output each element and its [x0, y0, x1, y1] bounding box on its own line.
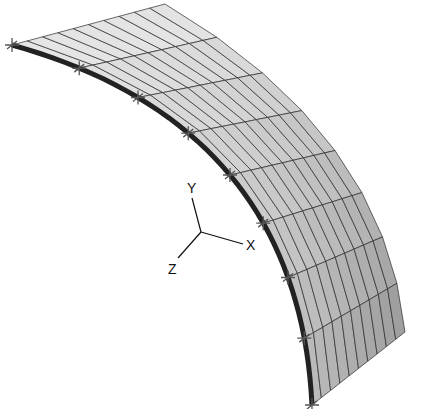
shell-edge: [12, 45, 312, 405]
y-axis: [192, 198, 201, 232]
support-symbol: [5, 38, 19, 52]
mesh-element: [150, 4, 217, 40]
mesh-element: [250, 73, 302, 113]
mesh-element: [388, 283, 405, 339]
support-symbols: [5, 38, 319, 409]
axis-label: Z: [168, 262, 177, 276]
support-symbol: [181, 126, 195, 140]
support-symbol: [131, 91, 145, 105]
support-symbol: [305, 398, 319, 409]
x-axis: [201, 232, 243, 244]
mesh-element: [203, 37, 262, 75]
axis-label: Y: [187, 181, 196, 195]
axis-label: X: [246, 238, 255, 252]
mesh-element: [325, 151, 362, 196]
support-symbol: [223, 168, 237, 182]
support-symbol: [297, 331, 311, 345]
mesh-element: [373, 237, 397, 289]
mesh-element: [291, 111, 336, 153]
coordinate-axes: [178, 198, 243, 258]
support-symbol: [256, 216, 270, 230]
shell-thickness: [12, 45, 312, 405]
mesh-element: [352, 193, 383, 241]
mesh-grid: [12, 4, 405, 405]
support-symbol: [281, 271, 295, 285]
support-symbol: [72, 61, 86, 75]
z-axis: [178, 232, 201, 258]
